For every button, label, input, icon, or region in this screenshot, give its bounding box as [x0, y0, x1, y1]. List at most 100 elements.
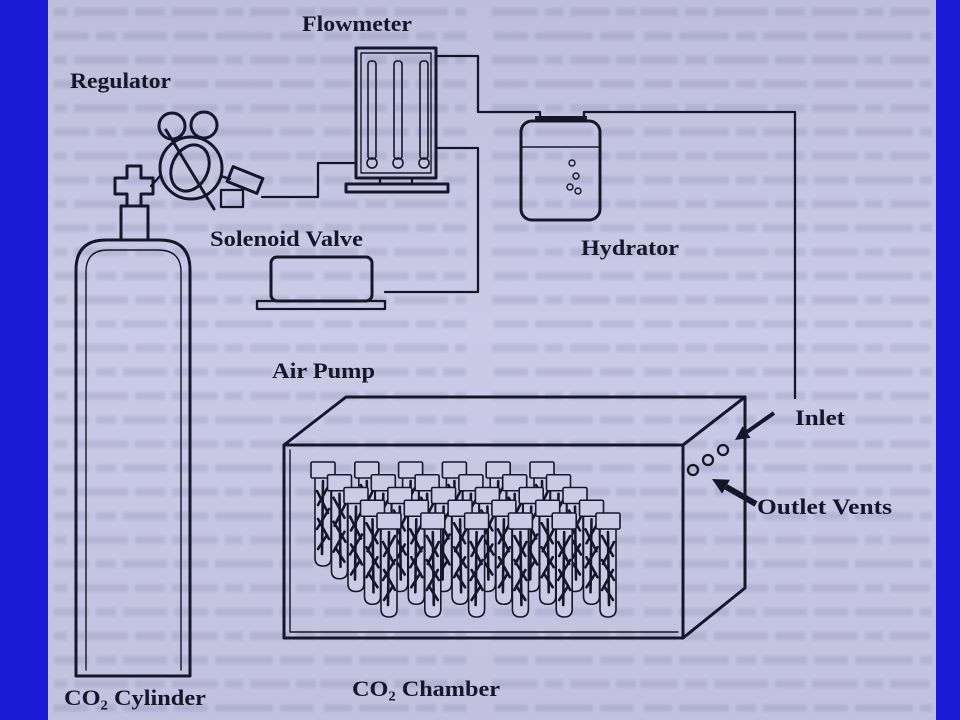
plant-tube [507, 512, 534, 618]
bubble [572, 172, 580, 180]
plant-tube [595, 512, 621, 618]
plant-leaf [601, 540, 616, 566]
flowmeter-label: Flowmeter [302, 11, 412, 36]
plant-leaf [557, 584, 570, 602]
plant-leaf [348, 533, 364, 556]
co2-chamber-label: CO₂ Chamber [352, 676, 500, 701]
plant-leaf [514, 540, 528, 566]
plant-leaf [408, 527, 423, 553]
plant-leaf [470, 534, 484, 558]
air-pump-label: Air Pump [272, 358, 375, 383]
plant-leaf [584, 527, 598, 553]
regulator-body [158, 135, 224, 201]
inlet-arrow [735, 411, 776, 440]
plant-leaf [496, 527, 511, 553]
tube-cap [595, 512, 621, 530]
plant-leaf [349, 559, 362, 576]
tubing-flowmeter-to-hydrator [434, 54, 542, 119]
tube-cap [551, 512, 578, 530]
plant-leaf [585, 571, 597, 589]
plant-leaf [366, 527, 380, 553]
plant-leaf [425, 534, 440, 558]
hydrator-label: Hydrator [581, 235, 679, 260]
regulator-dial [169, 143, 211, 193]
plant-leaf [348, 515, 363, 540]
left-slide-border [0, 0, 48, 720]
cylinder-body [74, 238, 192, 678]
plant-leaf [408, 545, 424, 569]
plant-leaf [540, 545, 556, 569]
chamber-front-face [282, 443, 685, 640]
outlet-vents-label: Outlet Vents [757, 494, 892, 519]
plant-leaf [381, 540, 396, 566]
plant-leaf [513, 558, 528, 582]
plant-leaf [497, 571, 510, 589]
plant-leaf [365, 521, 379, 545]
plant-tube [310, 461, 336, 567]
tube-cap [507, 512, 534, 530]
tube-cap [463, 512, 490, 530]
plant-leaf [556, 540, 571, 566]
plant-leaf [453, 527, 468, 553]
solenoid-valve-fitting [225, 165, 265, 195]
plant-leaf [333, 502, 347, 528]
plant-leaf [381, 558, 397, 582]
tubing [260, 54, 797, 400]
outlet-arrow [712, 479, 758, 507]
plant-leaf [409, 571, 422, 589]
bubble [566, 183, 574, 191]
plant-leaf [367, 571, 379, 589]
plant-leaf [469, 558, 484, 582]
bubble [568, 159, 576, 167]
plant-leaf [556, 558, 572, 582]
plant-leaf [584, 545, 599, 569]
air-pump-base [255, 299, 387, 311]
plant-tube-rack [310, 461, 621, 618]
plant-leaf [425, 558, 441, 582]
plant-leaf [454, 571, 467, 589]
flowmeter-drawing [344, 46, 450, 194]
flowmeter-stand-base [344, 182, 450, 194]
hydrator-drawing [519, 116, 602, 222]
plant-leaf [426, 540, 441, 566]
bubble [574, 187, 582, 195]
chamber-front-inner-edge [289, 449, 679, 633]
right-slide-border [936, 0, 960, 720]
plant-leaf [600, 534, 615, 558]
co2-cylinder-label: CO₂ Cylinder [64, 685, 206, 710]
plant-leaf [515, 584, 527, 602]
regulator-label: Regulator [70, 68, 171, 93]
plant-leaf [427, 584, 440, 602]
regulator-connector [149, 173, 163, 188]
tube-cap [376, 512, 402, 530]
plant-tube [403, 499, 430, 606]
vent-hole [686, 463, 700, 477]
vent-hole [701, 453, 715, 467]
plant-leaf [382, 584, 395, 602]
flowmeter-float [366, 157, 378, 169]
plant-tube [326, 473, 353, 580]
vent-hole [716, 443, 730, 457]
plant-tube [376, 512, 402, 618]
hydrator-lid [535, 116, 587, 122]
plant-leaf [540, 521, 555, 545]
flowmeter-float [418, 157, 430, 169]
plant-leaf [513, 534, 527, 558]
plant-tube [551, 512, 578, 618]
plant-leaf [452, 545, 468, 569]
plant-leaf [316, 533, 329, 551]
plant-leaf [602, 584, 615, 602]
air-pump-drawing [255, 255, 387, 311]
tubing-regulator-to-flowmeter [260, 161, 358, 199]
plant-leaf [315, 489, 330, 515]
plant-leaf [541, 527, 556, 553]
cylinder-inner-line [85, 249, 182, 671]
regulator-stem [164, 128, 216, 211]
plant-leaf [557, 534, 572, 558]
co2-cylinder [74, 164, 192, 678]
paper-shading [48, 0, 936, 720]
co2-chamber [282, 395, 747, 640]
plant-leaf [600, 558, 616, 582]
flowmeter-housing-inner [360, 52, 432, 174]
